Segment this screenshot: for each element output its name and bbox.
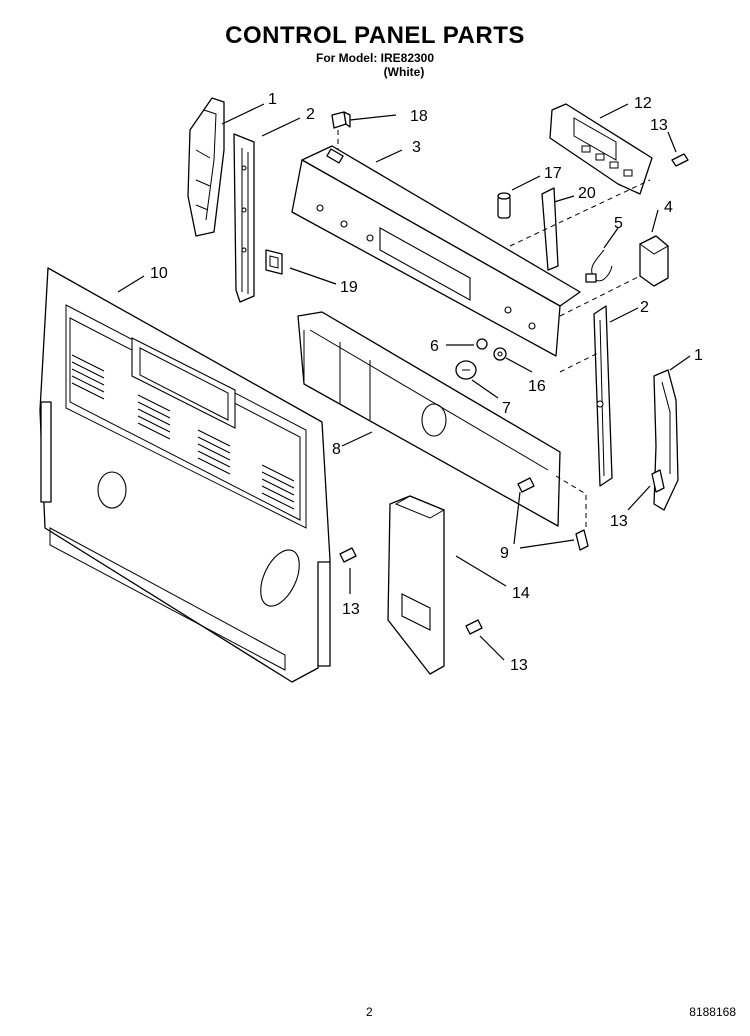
- callout-19: 19: [340, 279, 358, 296]
- assembly-line-mid: [559, 275, 641, 317]
- part-knob: [455, 360, 477, 380]
- callout-14: 14: [512, 585, 530, 602]
- part-end-cap-left: [187, 97, 225, 237]
- part-screw-13-right: [651, 469, 665, 493]
- part-screw-9-upper: [517, 477, 535, 493]
- part-mount-bracket: [265, 249, 283, 275]
- vent-slots-rear: [71, 354, 295, 510]
- part-screw-upper-right: [671, 153, 689, 167]
- part-touchpad-overlay: [549, 103, 653, 195]
- callout-12: 12: [634, 95, 652, 112]
- leader-lines: [117, 103, 691, 661]
- part-strip-bracket: [541, 187, 559, 271]
- callout-8: 8: [332, 441, 341, 458]
- document-number: 8188168: [689, 1005, 736, 1019]
- callout-1-left: 1: [268, 91, 277, 108]
- callout-10: 10: [150, 265, 168, 282]
- callout-3: 3: [412, 139, 421, 156]
- callout-13-bottom: 13: [510, 657, 528, 674]
- assembly-line-top: [509, 179, 651, 247]
- callout-9: 9: [500, 545, 509, 562]
- part-rear-panel: [39, 267, 331, 683]
- callout-7: 7: [502, 400, 511, 417]
- part-screw-9-lower: [575, 529, 589, 551]
- page-title: CONTROL PANEL PARTS: [225, 22, 525, 49]
- part-side-bracket-right: [593, 305, 613, 487]
- callout-2-left: 2: [306, 106, 315, 123]
- callout-13-right: 13: [610, 513, 628, 530]
- callout-1-right: 1: [694, 347, 703, 364]
- part-knob-post: [497, 192, 511, 219]
- page-number: 2: [366, 1005, 373, 1019]
- part-screw-13-bottom: [465, 619, 483, 635]
- callout-13-left: 13: [342, 601, 360, 618]
- callout-18: 18: [410, 108, 428, 125]
- part-knob-spring: [493, 347, 507, 361]
- assembly-line-screws: [555, 475, 587, 530]
- part-clip: [331, 111, 351, 129]
- part-side-bracket-left: [233, 133, 255, 303]
- callout-2-right: 2: [640, 299, 649, 316]
- model-line: For Model: IRE82300: [315, 51, 435, 65]
- part-wire-harness: [585, 249, 613, 283]
- color-line: (White): [383, 65, 425, 79]
- part-control-console: [291, 145, 581, 357]
- assembly-line-right: [559, 351, 601, 373]
- part-switch-box: [639, 235, 669, 287]
- callout-17: 17: [544, 165, 562, 182]
- callout-13-upper: 13: [650, 117, 668, 134]
- part-bushing: [476, 338, 488, 350]
- part-manifold-panel: [297, 311, 561, 527]
- callout-4: 4: [664, 199, 673, 216]
- part-shield: [387, 495, 446, 675]
- part-screw-13-left: [339, 547, 357, 563]
- callout-20: 20: [578, 185, 596, 202]
- callout-5: 5: [614, 215, 623, 232]
- callout-6: 6: [430, 338, 439, 355]
- callout-labels: 1 2 18 3 12 13 17 20 4 5 10 19 2 6 1 16 …: [150, 91, 703, 674]
- callout-16: 16: [528, 378, 546, 395]
- model-subtitle: For Model: IRE82300 (White): [0, 51, 750, 79]
